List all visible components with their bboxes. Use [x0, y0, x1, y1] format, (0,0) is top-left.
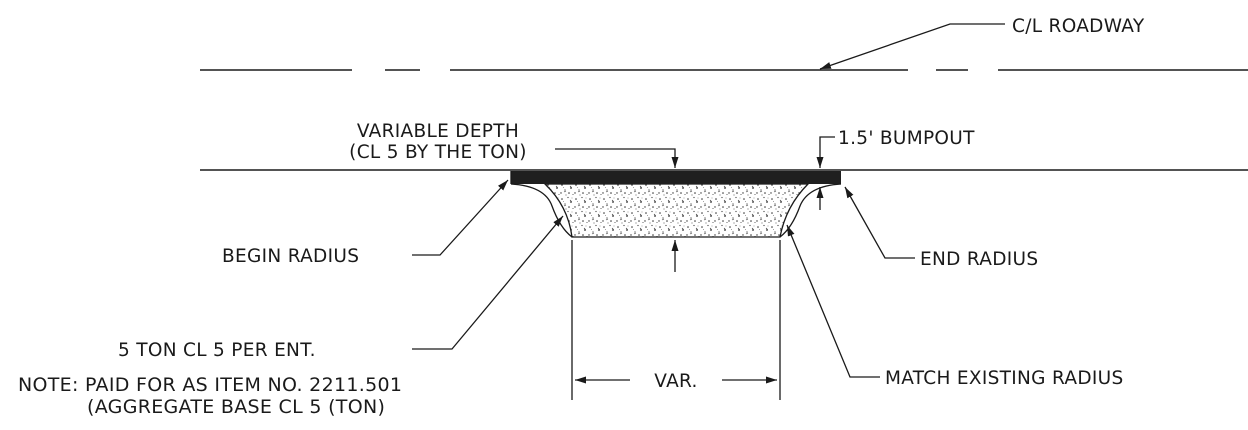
bumpout-label: 1.5' BUMPOUT: [838, 128, 975, 149]
end-radius-curve: [779, 183, 842, 238]
centerline-leader: [819, 23, 1005, 70]
begin-radius-label: BEGIN RADIUS: [222, 246, 359, 267]
aggregate-entrance-area: [543, 183, 810, 238]
variable-depth-sublabel: (CL 5 BY THE TON): [349, 142, 527, 163]
var-label: VAR.: [654, 371, 697, 392]
variable-depth-label: VARIABLE DEPTH: [357, 121, 519, 142]
var-dimension: [571, 240, 781, 400]
bumpout-bar: [511, 171, 841, 184]
bumpout-dimension: [816, 136, 835, 210]
match-existing-radius-leader: [786, 224, 880, 378]
note-line-2: (AGGREGATE BASE CL 5 (TON): [87, 396, 385, 418]
variable-depth-leader: [555, 148, 679, 168]
end-radius-leader: [844, 186, 915, 259]
five-ton-label: 5 TON CL 5 PER ENT.: [118, 340, 316, 361]
note-line-1: NOTE: PAID FOR AS ITEM NO. 2211.501: [18, 374, 402, 396]
match-existing-radius-label: MATCH EXISTING RADIUS: [885, 368, 1124, 389]
end-radius-label: END RADIUS: [920, 249, 1038, 270]
centerline-label: C/L ROADWAY: [1012, 16, 1145, 37]
five-ton-leader: [412, 215, 564, 350]
begin-radius-leader: [412, 179, 509, 256]
begin-radius-curve: [510, 183, 573, 238]
